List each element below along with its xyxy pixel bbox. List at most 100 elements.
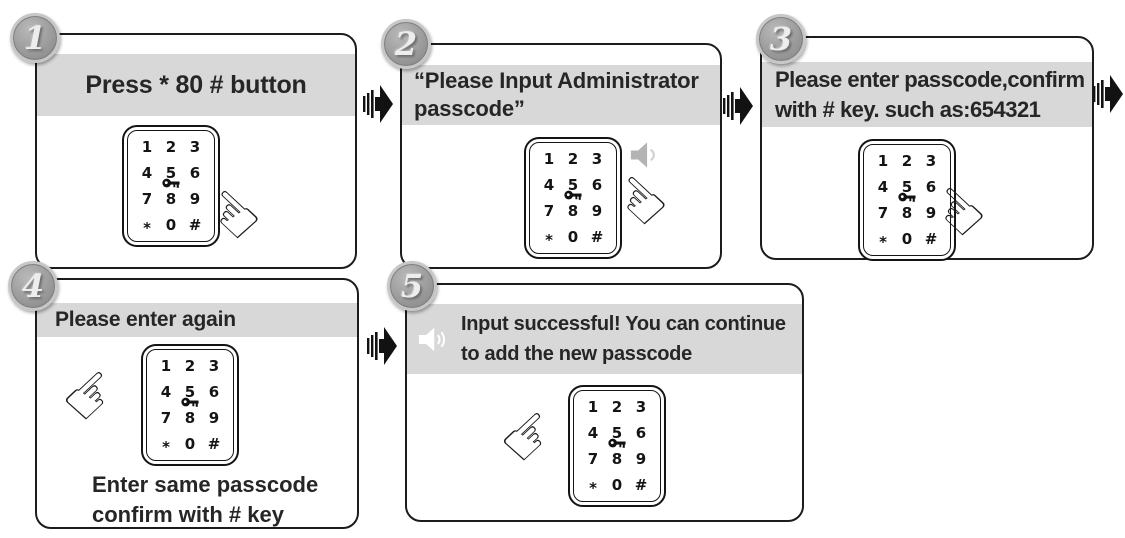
keypad-key-star: * — [143, 219, 151, 237]
keypad-key-6: 6 — [925, 178, 937, 196]
step-number-badge: 5 — [387, 261, 437, 311]
keypad-key-0: 0 — [184, 435, 196, 453]
keypad-key-2: 2 — [611, 398, 623, 416]
keypad-key-8: 8 — [611, 450, 623, 468]
step-number: 5 — [400, 267, 424, 305]
keypad-key-2: 2 — [184, 357, 196, 375]
step-4-header: Please enter again — [37, 303, 357, 337]
next-step-arrow-icon — [1093, 75, 1123, 113]
keypad-key-star: * — [589, 479, 597, 497]
keypad-key-9: 9 — [591, 202, 603, 220]
keypad-key-4: 4 — [543, 176, 555, 194]
keypad-key-8: 8 — [567, 202, 579, 220]
keypad-key-3: 3 — [208, 357, 220, 375]
keypad-key-hash: # — [924, 230, 938, 248]
keypad-key-5: 5 — [611, 424, 623, 442]
keypad-key-0: 0 — [611, 476, 623, 494]
step-3-header-line: with # key. such as:654321 — [775, 96, 1041, 122]
keypad-key-9: 9 — [208, 409, 220, 427]
keypad-key-1: 1 — [141, 138, 153, 156]
keypad-key-star: * — [545, 231, 553, 249]
pointing-hand-icon: ☞ — [45, 348, 136, 441]
keypad-key-6: 6 — [591, 176, 603, 194]
step-panel-3: Please enter passcode,confirm with # key… — [760, 36, 1094, 261]
keypad-key-2: 2 — [567, 150, 579, 168]
key-icon — [898, 192, 916, 203]
keypad-key-9: 9 — [189, 190, 201, 208]
keypad-key-hash: # — [207, 435, 221, 453]
keypad-key-9: 9 — [925, 204, 937, 222]
step-number: 3 — [769, 20, 793, 58]
keypad-key-0: 0 — [165, 216, 177, 234]
keypad-key-1: 1 — [543, 150, 555, 168]
keypad-key-4: 4 — [877, 178, 889, 196]
step-number: 4 — [21, 267, 45, 305]
keypad-key-1: 1 — [587, 398, 599, 416]
keypad-key-7: 7 — [160, 409, 172, 427]
keypad-key-7: 7 — [877, 204, 889, 222]
step-5-header-line: to add the new passcode — [461, 343, 692, 365]
keypad-key-3: 3 — [635, 398, 647, 416]
step-4-footer-line: confirm with # key — [92, 502, 284, 527]
keypad-key-4: 4 — [160, 383, 172, 401]
key-icon — [564, 190, 582, 201]
keypad-key-2: 2 — [165, 138, 177, 156]
step-1-header-line: Press * 80 # button — [85, 70, 307, 99]
keypad-key-7: 7 — [587, 450, 599, 468]
speaker-icon — [630, 142, 655, 168]
keypad-key-hash: # — [634, 476, 648, 494]
next-step-arrow-icon — [363, 85, 393, 123]
step-number-badge: 2 — [381, 19, 431, 69]
keypad-key-8: 8 — [901, 204, 913, 222]
keypad-key-6: 6 — [208, 383, 220, 401]
keypad-key-star: * — [162, 438, 170, 456]
keypad-key-5: 5 — [901, 178, 913, 196]
key-icon — [608, 438, 626, 449]
step-number-badge: 1 — [10, 13, 60, 63]
step-2-header: “Please Input Administrator passcode” — [402, 65, 720, 125]
keypad-key-8: 8 — [165, 190, 177, 208]
keypad-key-4: 4 — [587, 424, 599, 442]
keypad-key-0: 0 — [567, 228, 579, 246]
step-number-badge: 3 — [756, 14, 806, 64]
keypad-key-7: 7 — [543, 202, 555, 220]
keypad-key-9: 9 — [635, 450, 647, 468]
keypad-key-hash: # — [590, 228, 604, 246]
step-2-header-line: passcode” — [414, 96, 525, 121]
keypad-key-5: 5 — [184, 383, 196, 401]
keypad-key-6: 6 — [635, 424, 647, 442]
keypad-key-1: 1 — [160, 357, 172, 375]
keypad-key-3: 3 — [189, 138, 201, 156]
step-1-header: Press * 80 # button — [37, 54, 355, 116]
key-icon — [181, 397, 199, 408]
key-icon — [162, 178, 180, 189]
keypad-key-3: 3 — [925, 152, 937, 170]
keypad-key-2: 2 — [901, 152, 913, 170]
pointing-hand-icon: ☞ — [483, 389, 574, 482]
keypad-key-star: * — [879, 233, 887, 251]
step-4-footer-line: Enter same passcode — [92, 472, 319, 497]
step-number-badge: 4 — [8, 261, 58, 311]
next-step-arrow-icon — [367, 327, 397, 365]
step-5-header-line: Input successful! You can continue — [461, 313, 786, 335]
speaker-icon — [418, 327, 446, 352]
step-number: 2 — [394, 25, 418, 63]
keypad-key-8: 8 — [184, 409, 196, 427]
step-4-footer: Enter same passcode confirm with # key — [37, 470, 357, 530]
